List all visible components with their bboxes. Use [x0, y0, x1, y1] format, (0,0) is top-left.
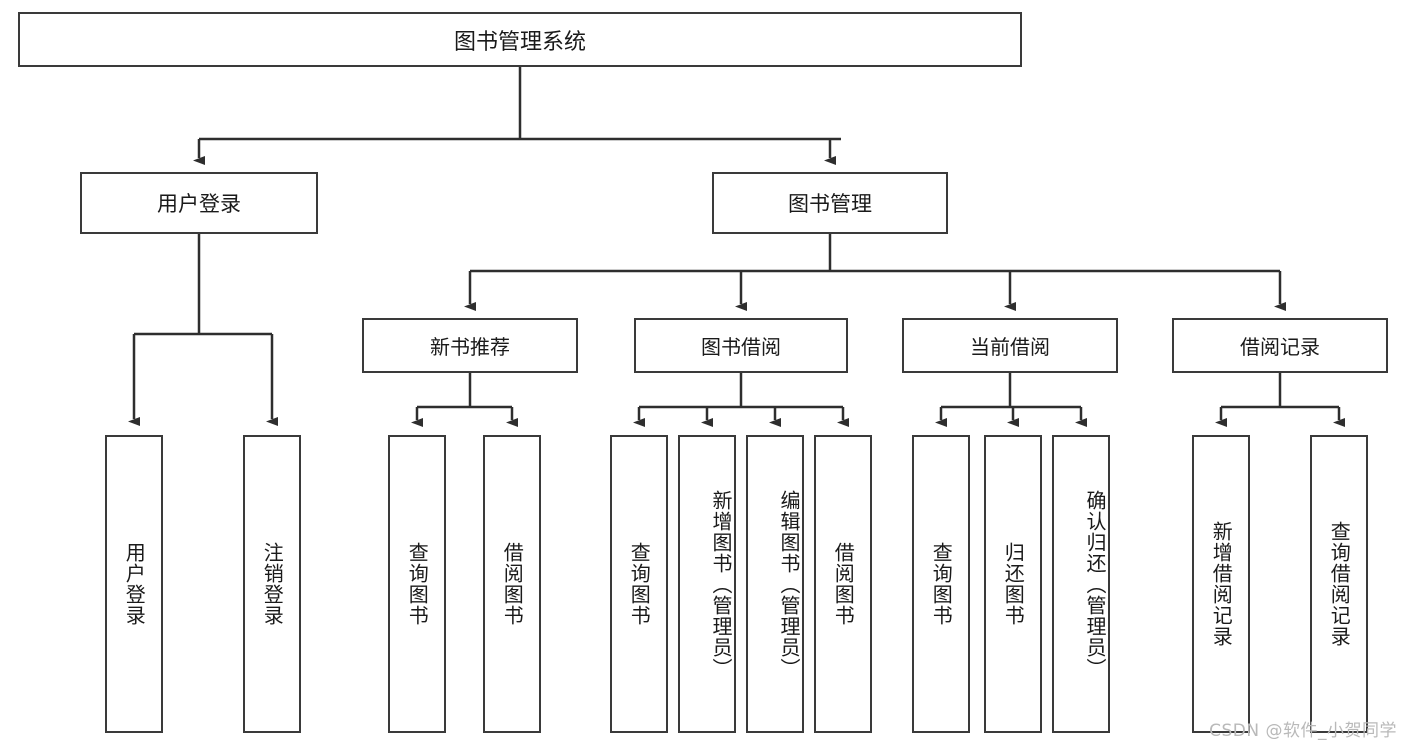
node-current-borrow-label: 当前借阅: [970, 335, 1050, 359]
node-leaf-query-book-3[interactable]: 查询图书: [912, 435, 970, 733]
node-leaf-edit-book-label: 编辑图书（管理员）: [777, 489, 801, 679]
node-new-book-recommend-label: 新书推荐: [430, 335, 510, 359]
node-borrow-record-label: 借阅记录: [1240, 335, 1320, 359]
node-book-borrow[interactable]: 图书借阅: [634, 318, 848, 373]
node-leaf-query-borrow-record-label: 查询借阅记录: [1327, 521, 1352, 647]
node-book-manage-label: 图书管理: [788, 192, 872, 216]
node-leaf-edit-book[interactable]: 编辑图书（管理员）: [746, 435, 804, 733]
node-leaf-query-book-2-label: 查询图书: [627, 542, 652, 626]
node-new-book-recommend[interactable]: 新书推荐: [362, 318, 578, 373]
node-borrow-record[interactable]: 借阅记录: [1172, 318, 1388, 373]
node-leaf-add-book[interactable]: 新增图书（管理员）: [678, 435, 736, 733]
node-leaf-add-book-label: 新增图书（管理员）: [709, 489, 733, 679]
node-leaf-logout-login[interactable]: 注销登录: [243, 435, 301, 733]
node-leaf-add-borrow-record[interactable]: 新增借阅记录: [1192, 435, 1250, 733]
node-leaf-query-book-3-label: 查询图书: [929, 542, 954, 626]
node-user-login-label: 用户登录: [157, 192, 241, 216]
node-leaf-confirm-return[interactable]: 确认归还（管理员）: [1052, 435, 1110, 733]
node-leaf-confirm-return-label: 确认归还（管理员）: [1083, 489, 1107, 679]
node-leaf-user-login-label: 用户登录: [122, 542, 147, 626]
node-root-label: 图书管理系统: [453, 29, 586, 55]
watermark: CSDN @软件_小贺同学: [1209, 721, 1397, 741]
node-leaf-query-borrow-record[interactable]: 查询借阅记录: [1310, 435, 1368, 733]
node-book-borrow-label: 图书借阅: [701, 335, 781, 359]
node-leaf-return-book-label: 归还图书: [1001, 542, 1026, 626]
node-leaf-query-book-1[interactable]: 查询图书: [388, 435, 446, 733]
node-user-login[interactable]: 用户登录: [80, 172, 318, 234]
node-leaf-logout-login-label: 注销登录: [260, 542, 285, 626]
node-leaf-borrow-book-1[interactable]: 借阅图书: [483, 435, 541, 733]
node-root[interactable]: 图书管理系统: [18, 12, 1022, 67]
node-leaf-query-book-1-label: 查询图书: [405, 542, 430, 626]
node-book-manage[interactable]: 图书管理: [712, 172, 948, 234]
node-current-borrow[interactable]: 当前借阅: [902, 318, 1118, 373]
node-leaf-borrow-book-2-label: 借阅图书: [831, 542, 856, 626]
node-leaf-add-borrow-record-label: 新增借阅记录: [1209, 521, 1234, 647]
node-leaf-query-book-2[interactable]: 查询图书: [610, 435, 668, 733]
node-leaf-return-book[interactable]: 归还图书: [984, 435, 1042, 733]
node-leaf-borrow-book-2[interactable]: 借阅图书: [814, 435, 872, 733]
node-leaf-borrow-book-1-label: 借阅图书: [500, 542, 525, 626]
node-leaf-user-login[interactable]: 用户登录: [105, 435, 163, 733]
